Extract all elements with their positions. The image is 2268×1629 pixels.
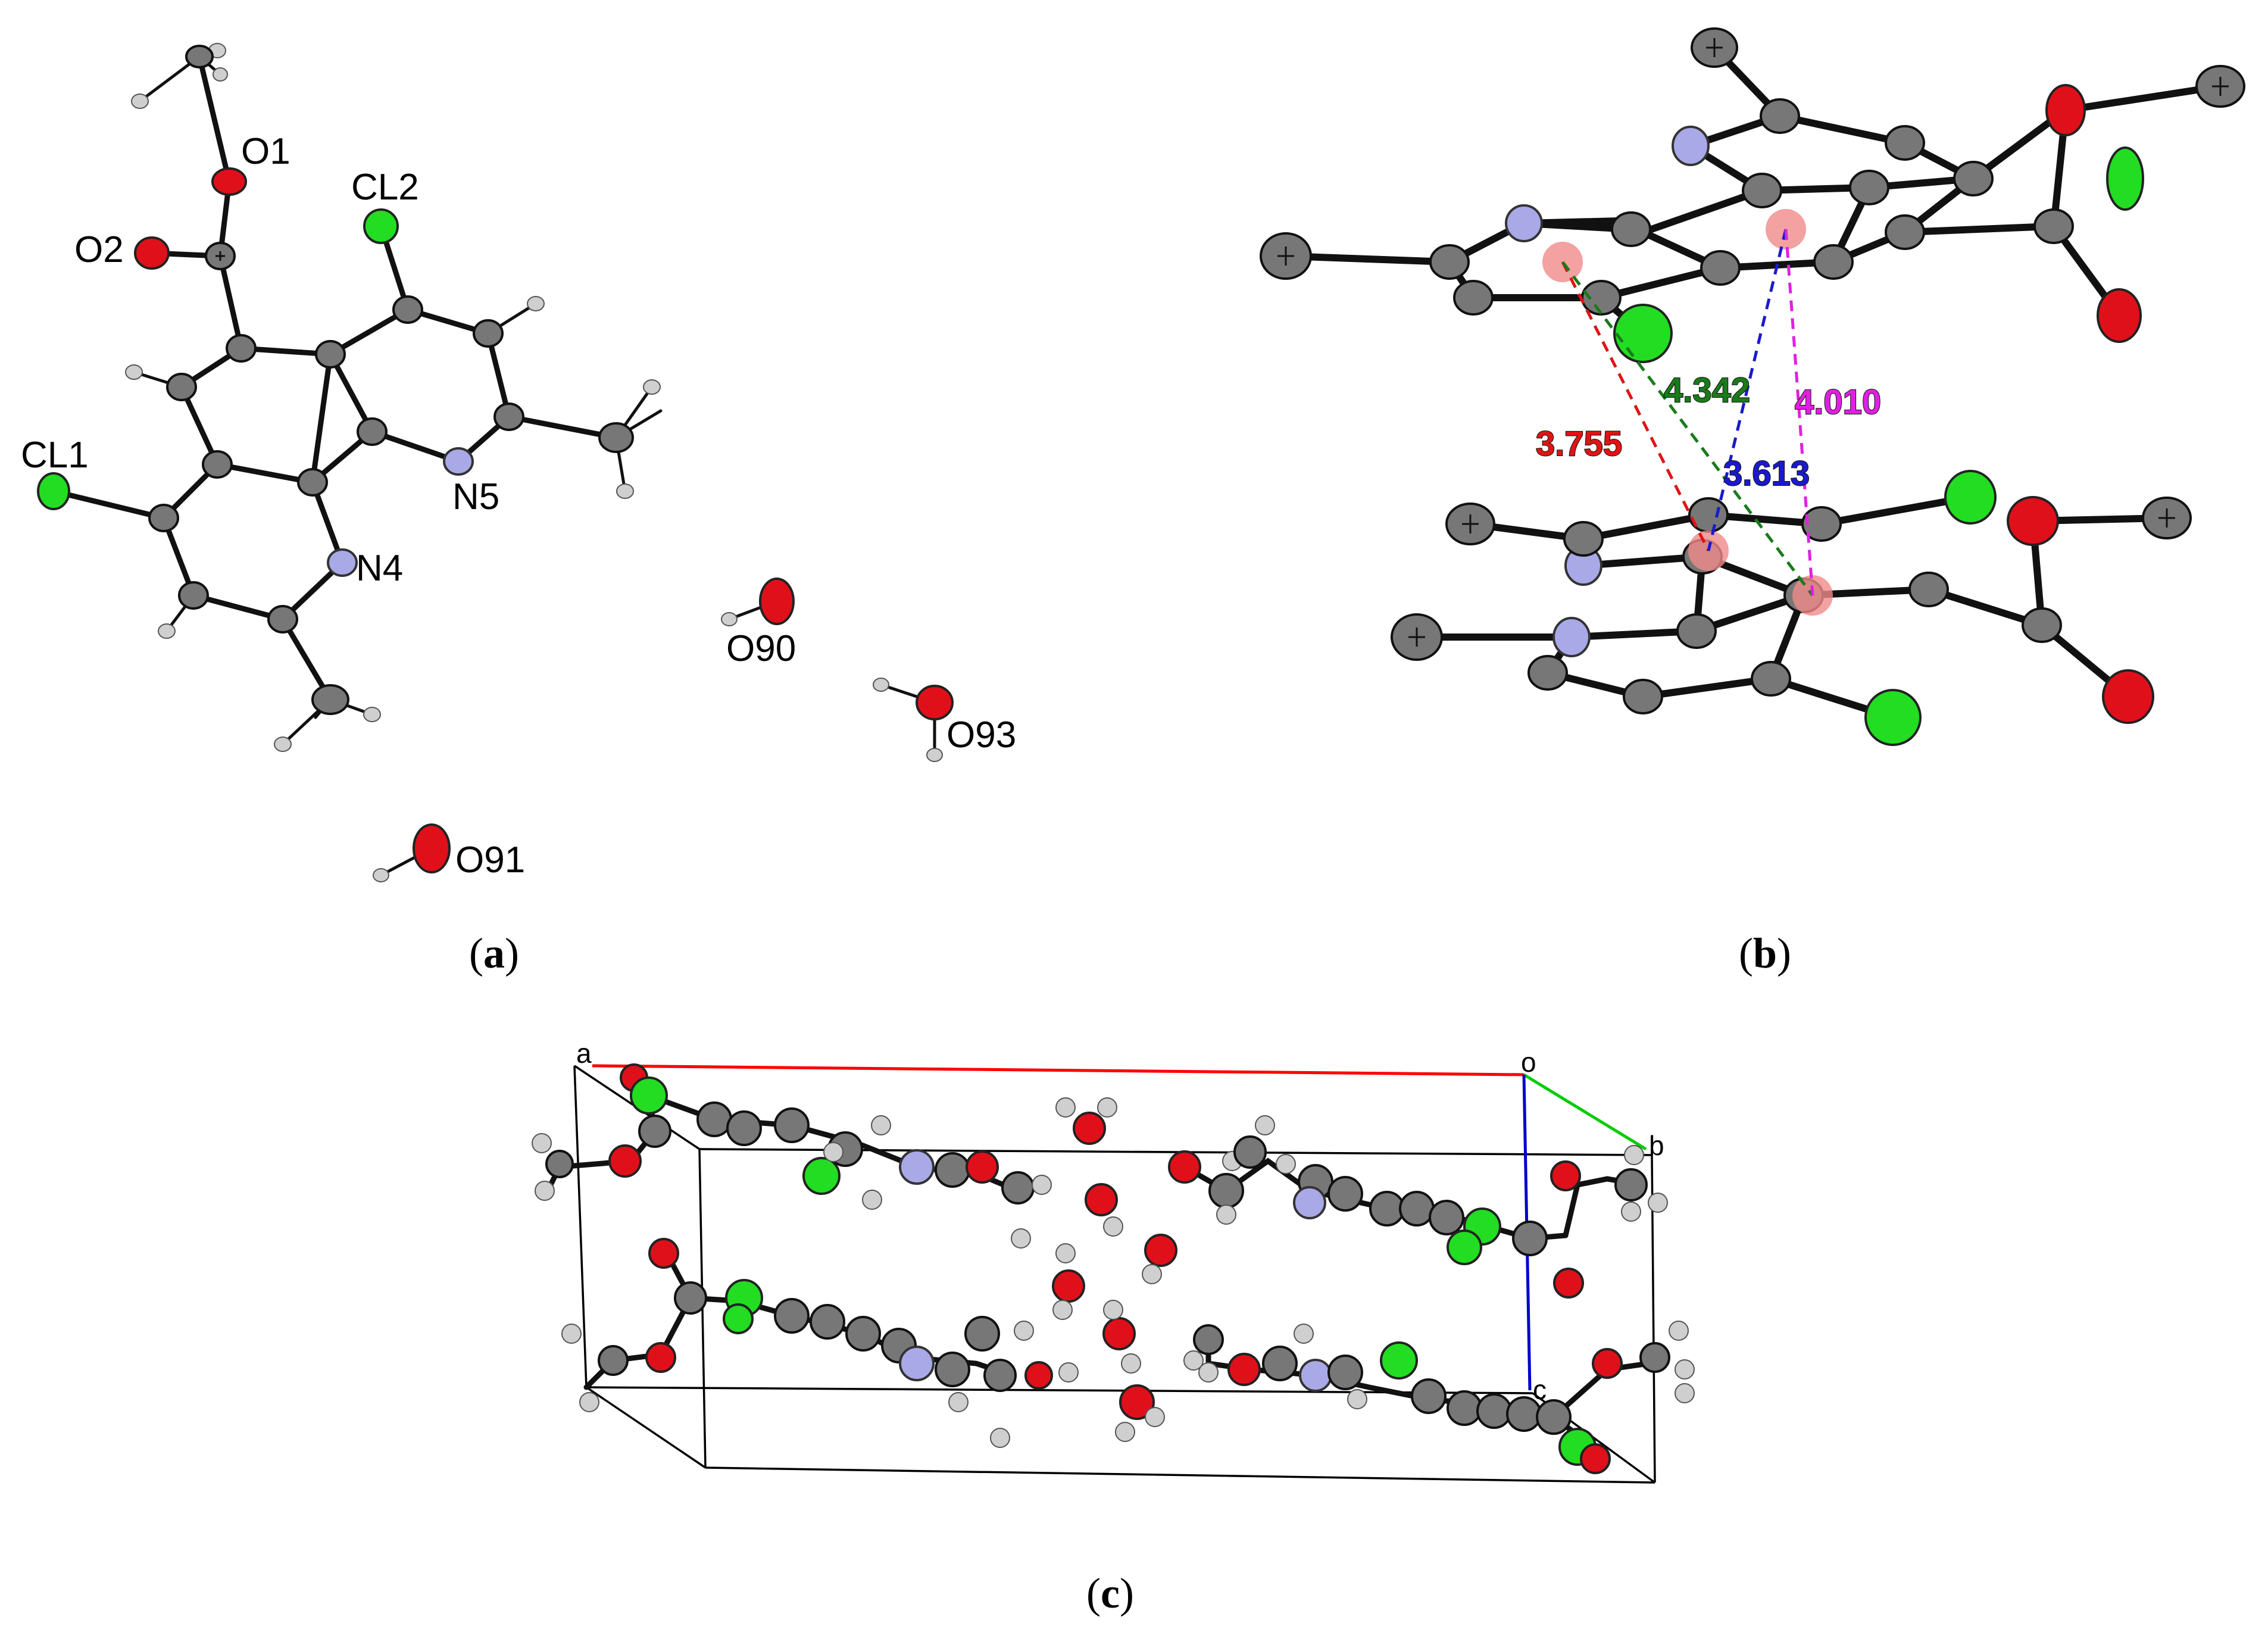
panel-b-distance-lines — [1561, 229, 1814, 597]
panel-b-lower-atoms — [1391, 470, 2192, 746]
packed-water — [1052, 1097, 1177, 1442]
panel-b-upper-atoms — [1260, 27, 2245, 363]
label-o90: O90 — [726, 628, 796, 669]
label-cl2: CL2 — [351, 167, 419, 208]
distance-line-magenta — [1784, 229, 1814, 596]
label-cl1: CL1 — [21, 435, 89, 476]
caption-a: (a) — [469, 929, 519, 977]
axis-a-line — [592, 1064, 1525, 1076]
ellipsoid-axes — [215, 38, 2229, 647]
panel-c-unit-cell: a o b c — [532, 1038, 1695, 1617]
label-o93: O93 — [946, 714, 1016, 756]
label-n4: N4 — [356, 548, 403, 589]
distance-3755: 3.755 — [1536, 425, 1622, 463]
distance-3613: 3.613 — [1723, 454, 1810, 493]
panel-b-stacking: 3.755 4.342 4.010 3.613 (b) — [1260, 27, 2245, 977]
panel-a-molecule: O1 CL2 O2 CL1 N5 N4 O90 O93 O91 (a) — [21, 43, 1016, 977]
panel-a-atoms — [37, 43, 661, 752]
unit-cell-box — [573, 1065, 1656, 1484]
axis-label-a: a — [576, 1038, 592, 1069]
label-o1: O1 — [241, 131, 290, 172]
panel-a-atom-labels: O1 CL2 O2 CL1 N5 N4 O90 O93 O91 — [21, 131, 1016, 881]
panel-a-bonds — [51, 49, 663, 746]
caption-c: (c) — [1086, 1569, 1134, 1617]
panel-a-water — [373, 578, 954, 882]
distance-line-blue — [1707, 229, 1788, 551]
packed-molecules — [532, 1063, 1695, 1474]
label-n5: N5 — [452, 476, 499, 517]
axis-label-c: c — [1533, 1374, 1547, 1405]
caption-b: (b) — [1739, 929, 1791, 977]
distance-line-green — [1561, 261, 1814, 597]
panel-b-distance-labels: 3.755 4.342 4.010 3.613 — [1535, 370, 1882, 494]
axis-b-line — [1523, 1073, 1647, 1151]
label-o91: O91 — [455, 840, 525, 881]
axis-label-b: b — [1649, 1130, 1664, 1161]
label-o2: O2 — [74, 229, 124, 270]
distance-4342: 4.342 — [1664, 371, 1750, 410]
distance-4010: 4.010 — [1795, 383, 1881, 422]
distance-line-red — [1561, 261, 1710, 552]
axis-label-o: o — [1521, 1047, 1536, 1078]
